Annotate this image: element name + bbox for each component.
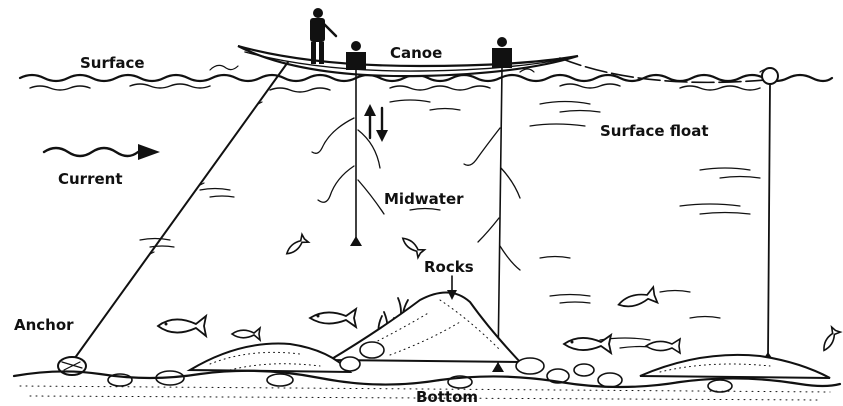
fish	[284, 234, 309, 257]
sitting-man-left	[346, 41, 366, 70]
label-bottom: Bottom	[416, 388, 478, 406]
fish	[400, 234, 425, 257]
label-canoe: Canoe	[390, 44, 442, 62]
label-surface-float: Surface float	[600, 122, 709, 140]
handline-left	[312, 70, 384, 246]
sea-bottom	[14, 292, 840, 400]
fish	[564, 335, 611, 353]
canoe	[238, 8, 578, 76]
standing-man	[310, 8, 336, 64]
label-surface: Surface	[80, 54, 145, 72]
fish	[820, 327, 841, 353]
fish	[158, 316, 206, 336]
fish	[310, 309, 356, 327]
current-arrow-icon	[44, 144, 160, 160]
label-midwater: Midwater	[384, 190, 464, 208]
fish	[617, 287, 658, 312]
label-anchor: Anchor	[14, 316, 74, 334]
fish	[646, 339, 680, 353]
label-current: Current	[58, 170, 123, 188]
sitting-man-right	[492, 37, 512, 68]
up-down-arrows-icon	[364, 104, 388, 142]
label-rocks: Rocks	[424, 258, 474, 276]
fish	[232, 328, 260, 340]
